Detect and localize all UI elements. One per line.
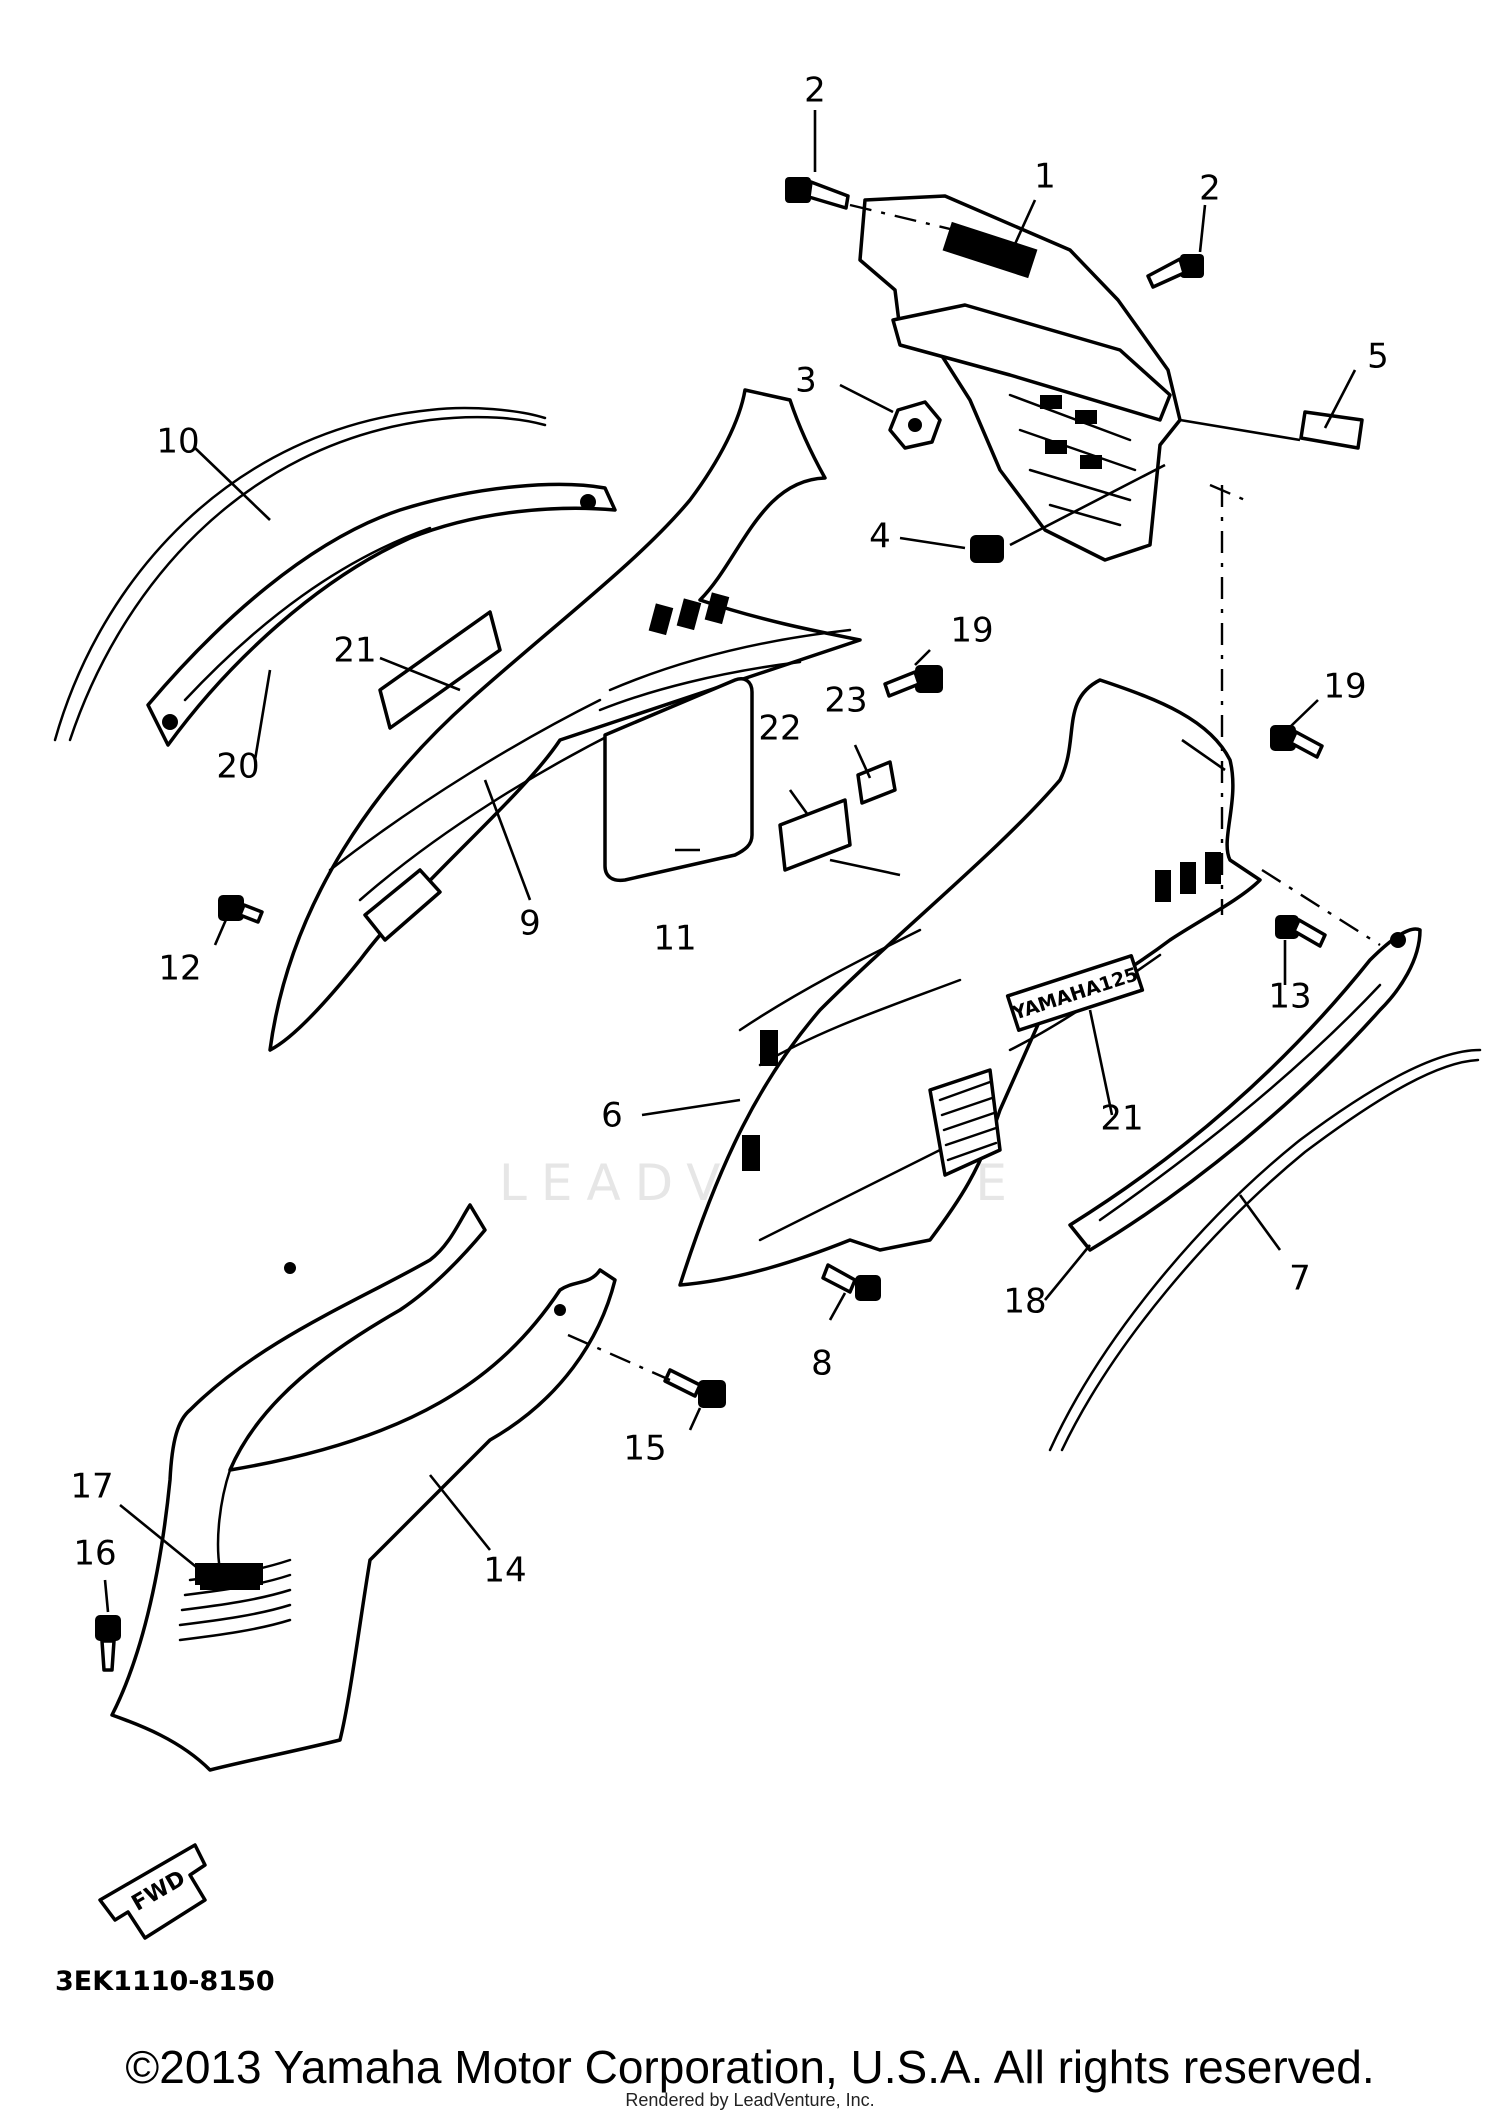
part-20-rail	[146, 482, 617, 747]
callout-22: 22	[758, 709, 801, 749]
callout-20: 20	[216, 747, 259, 787]
callout-2-left: 2	[804, 71, 826, 111]
part-1-rear-bracket	[858, 194, 1182, 562]
leader-lines	[103, 110, 1357, 1613]
part-5-label	[1299, 410, 1364, 450]
part-12-bolt	[218, 895, 264, 924]
callout-6: 6	[601, 1096, 623, 1136]
callout-2-right: 2	[1199, 169, 1221, 209]
callout-23: 23	[824, 681, 867, 721]
callout-12: 12	[158, 949, 201, 989]
callout-3: 3	[795, 361, 817, 401]
callout-4: 4	[869, 517, 891, 557]
rendered-by-notice: Rendered by LeadVenture, Inc.	[625, 2090, 875, 2110]
callout-5: 5	[1367, 337, 1389, 377]
callout-14: 14	[483, 1551, 526, 1591]
part-6-body-cover	[678, 678, 1262, 1287]
part-19-bolt-right	[1270, 725, 1324, 759]
callout-15: 15	[623, 1429, 666, 1469]
part-11-panel	[603, 677, 754, 883]
callout-11: 11	[653, 919, 696, 959]
callout-19-right: 19	[1323, 667, 1366, 707]
part-9-left-side-cover	[268, 388, 862, 1052]
part-18-rail	[1068, 927, 1422, 1252]
callout-10: 10	[156, 422, 199, 462]
part-14-leg-shield	[110, 1203, 617, 1772]
part-21-decal-left	[378, 610, 502, 730]
part-4-grommet	[970, 535, 1004, 563]
part-13-bolt	[1275, 915, 1327, 948]
part-10-molding	[53, 406, 547, 742]
part-7-molding	[1048, 1048, 1482, 1452]
callout-9: 9	[519, 904, 541, 944]
callout-16: 16	[73, 1534, 116, 1574]
callout-7: 7	[1289, 1259, 1311, 1299]
part-23-decal	[856, 760, 897, 805]
callout-numbers: 1 2 2 3 4 5 6 7 8 9 10 11 12 13 14 15 16…	[70, 71, 1388, 1591]
part-17-emblem	[195, 1563, 263, 1585]
part-2-bolt-left	[785, 177, 850, 210]
callout-21-left: 21	[333, 631, 376, 671]
callout-19-left: 19	[950, 611, 993, 651]
part-3-nut	[888, 400, 942, 450]
callout-8: 8	[811, 1344, 833, 1384]
fwd-arrow: FWD	[98, 1843, 207, 1940]
part-19-bolt-left	[883, 665, 943, 698]
part-15-bolt	[663, 1368, 726, 1408]
copyright-notice: ©2013 Yamaha Motor Corporation, U.S.A. A…	[125, 2041, 1375, 2093]
part-8-bolt	[821, 1263, 881, 1301]
part-22-decal	[778, 798, 852, 872]
callout-18: 18	[1003, 1282, 1046, 1322]
callout-13: 13	[1268, 977, 1311, 1017]
callout-1: 1	[1034, 157, 1056, 197]
diagram-code: 3EK1110-8150	[55, 1966, 275, 1997]
part-16-bolt	[95, 1615, 121, 1672]
part-2-bolt-right	[1146, 254, 1204, 289]
callout-17: 17	[70, 1467, 113, 1507]
assembly-centerlines	[567, 203, 1381, 1382]
callout-21-right: 21	[1100, 1099, 1143, 1139]
